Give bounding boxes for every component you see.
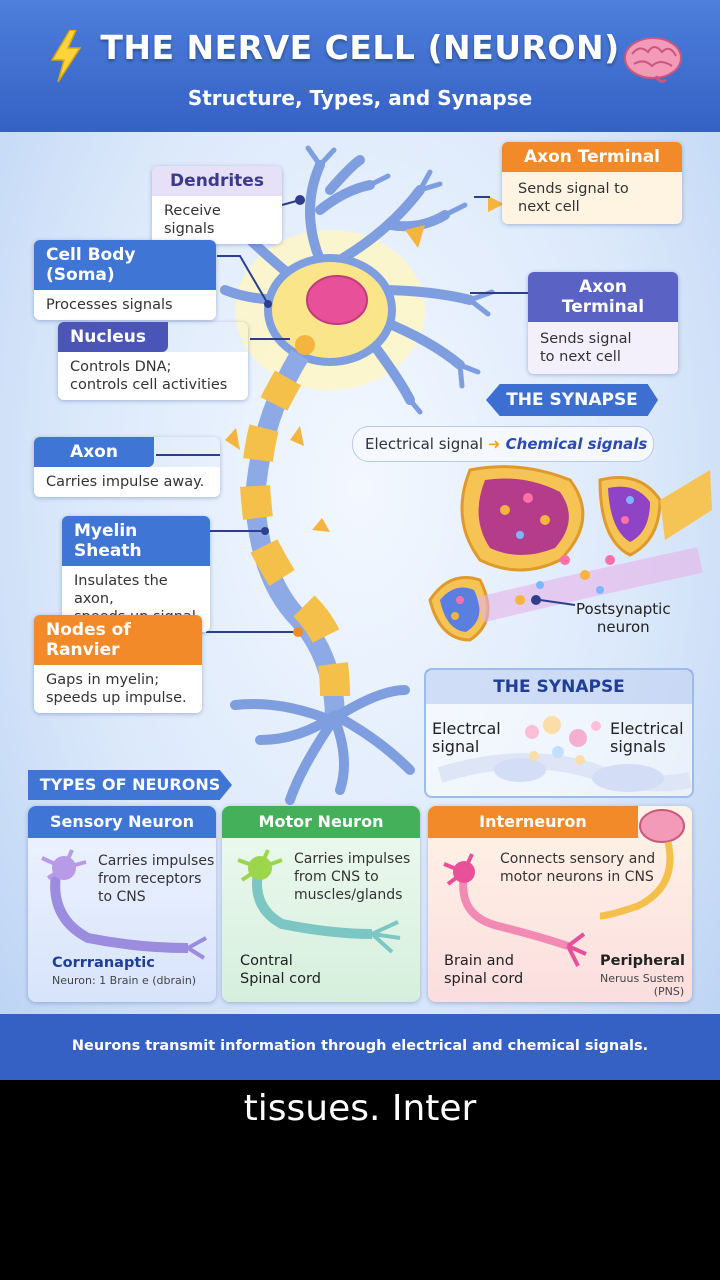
neurotransmitter-dots [451,493,634,620]
label-ranvier-desc-1: Gaps in myelin; [46,672,160,688]
synapse2-left-line-1: Electrcal [432,719,501,738]
label-axon-terminal-1-title: Axon Terminal [502,142,682,172]
motor-neuron-icon [237,849,401,954]
myelin-segments [240,370,350,697]
card-sensory-desc-1: Carries impulses [98,853,215,869]
sensory-neuron-icon [41,849,207,960]
card-inter-desc-2: motor neurons in CNS [500,869,654,885]
card-motor-neuron: Motor Neuron Carries impulses from CNS t… [222,806,420,1002]
card-inter-desc-1: Connects sensory and [500,851,656,867]
header-banner [0,0,720,132]
organelle [295,335,315,355]
card-inter-peri-title: Peripheral [600,953,686,969]
card-inter-foot-1: Brain and [444,953,514,969]
label-axon-terminal-1-desc-1: Sends signal to [518,181,629,197]
card-sensory-desc-2: from receptors [98,871,202,887]
label-axon-terminal-2-title: Axon Terminal [528,272,678,322]
card-inter-peri-1: Neruus Sustem [600,972,685,985]
label-ranvier: Nodes of Ranvier Gaps in myelin; speeds … [34,615,202,713]
card-motor-desc-3: muscles/glands [294,887,403,903]
label-cell-body: Cell Body (Soma) Processes signals [34,240,216,320]
synapse2-left-line-2: signal [432,737,480,756]
signal-pill: Electrical signal ➜ Chemical signals [352,426,654,462]
footer-text: Neurons transmit information through ele… [71,1038,649,1054]
label-axon-desc: Carries impulse away. [34,467,220,497]
card-interneuron: Interneuron Connects sensory and motor n… [428,806,692,1002]
synapse2-panel: THE SYNAPSE [424,668,694,798]
label-dendrites-desc: Receive signals [152,196,282,244]
axon-terminal-branches [230,685,415,805]
card-inter-peri-2: (PNS) [653,985,685,998]
label-myelin-title: Myelin Sheath [62,516,210,566]
signal-arrows [225,196,504,532]
label-nucleus-desc-1: Controls DNA; [70,359,172,375]
label-nucleus-desc-2: controls cell activities [70,377,228,393]
page-subtitle: Structure, Types, and Synapse [187,86,533,110]
chemical-signals-text: Chemical signals [505,435,648,453]
card-motor-desc-1: Carries impulses [294,851,411,867]
synapse2-right-line-1: Electrical [610,719,684,738]
label-axon-terminal-2-desc-2: to next cell [540,349,621,365]
label-myelin-desc-1: Insulates the axon, [74,573,168,607]
label-axon-terminal-2: Axon Terminal Sends signal to next cell [528,272,678,374]
label-axon-terminal-2-desc-1: Sends signal [540,331,632,347]
footer-bar [0,1014,720,1080]
synapse2-banner: THE SYNAPSE [426,670,692,704]
electrical-signal-text: Electrical signal [365,435,484,453]
label-dendrites-title: Dendrites [152,166,282,196]
synapse2-right-label: Electrical signals [610,720,684,756]
postsynaptic-line-1: Postsynaptic [576,600,671,618]
arrow-right-icon: ➜ [487,435,506,453]
interneuron-icon [443,809,685,967]
card-sensory-foot-title: Corrranaptic [52,955,155,971]
synapse-banner: THE SYNAPSE [486,384,658,416]
label-ranvier-title: Nodes of Ranvier [34,615,202,665]
axon-core [244,349,345,721]
label-axon-title: Axon [34,437,154,467]
label-axon: Axon Carries impulse away. [34,437,220,497]
card-sensory-title: Sensory Neuron [28,806,216,838]
card-sensory-neuron: Sensory Neuron Carries impulses from rec… [28,806,216,1002]
synapse2-right-line-2: signals [610,737,666,756]
card-inter-title: Interneuron [428,806,638,838]
label-nucleus: Nucleus Controls DNA; controls cell acti… [58,322,248,400]
label-nucleus-title: Nucleus [58,322,168,352]
postsynaptic-label: Postsynaptic neuron [576,600,671,636]
label-dendrites: Dendrites Receive signals [152,166,282,244]
card-motor-desc-2: from CNS to [294,869,379,885]
card-motor-foot-2: Spinal cord [240,971,321,987]
label-axon-terminal-1: Axon Terminal Sends signal to next cell [502,142,682,224]
card-inter-foot-2: spinal cord [444,971,524,987]
page-title: THE NERVE CELL (NEURON) [100,28,620,67]
neuron-poster: THE NERVE CELL (NEURON) Structure, Types… [0,0,720,1080]
nucleus [306,275,368,325]
postsynaptic-line-2: neuron [596,618,650,636]
lightning-bolt-icon [50,30,82,82]
brain-icon [624,37,682,83]
card-motor-title: Motor Neuron [222,806,420,838]
synapse2-left-label: Electrcal signal [432,720,501,756]
connector-dots [261,195,541,637]
label-cell-body-title: Cell Body (Soma) [34,240,216,290]
card-motor-foot-1: Contral [240,953,293,969]
card-sensory-desc-3: to CNS [98,889,146,905]
label-axon-terminal-1-desc-2: next cell [518,199,580,215]
label-cell-body-desc: Processes signals [34,290,216,320]
label-ranvier-desc-2: speeds up impulse. [46,690,187,706]
card-sensory-foot-sub: Neuron: 1 Brain e (dbrain) [52,974,197,987]
types-banner: TYPES OF NEURONS [28,770,232,800]
connector-lines [156,196,576,633]
video-caption: tissues. Inter [243,1088,477,1129]
synapse-illustration [428,465,712,642]
